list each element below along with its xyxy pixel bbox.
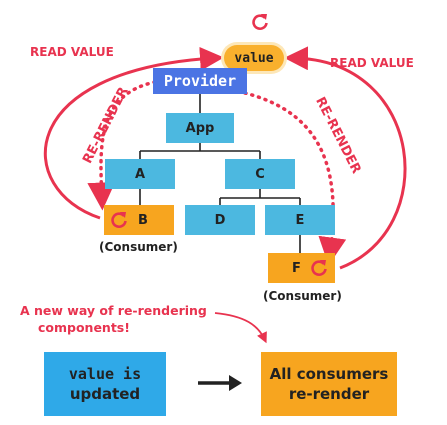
read-value-label-left: READ VALUE	[30, 45, 114, 59]
refresh-icon	[311, 260, 327, 276]
note-line-1: A new way of re-rendering	[20, 303, 207, 318]
all-consumers-line-2: re-render	[288, 385, 370, 403]
component-e-node: E	[265, 205, 335, 235]
read-value-arrow-right	[284, 46, 407, 270]
component-b-node: B	[104, 205, 174, 235]
provider-node: Provider	[153, 68, 247, 94]
read-value-arrow-left	[43, 46, 224, 220]
arrow-right-icon	[198, 375, 242, 391]
value-updated-box: value is updated	[44, 352, 166, 416]
value-updated-line-2b: updated	[69, 385, 141, 403]
component-d-node: D	[185, 205, 255, 235]
note-line-2: components!	[38, 320, 130, 335]
consumer-b-caption: (Consumer)	[99, 240, 178, 254]
all-consumers-line-1: All consumers	[269, 365, 389, 383]
read-value-label-right: READ VALUE	[330, 56, 414, 70]
all-consumers-rerender-box: All consumers re-render	[261, 352, 397, 416]
refresh-icon	[252, 14, 268, 30]
component-b-label: B	[138, 212, 148, 228]
tree-lines	[139, 94, 301, 253]
note-text: A new way of re-rendering components!	[20, 302, 207, 336]
component-f-label: F	[292, 260, 301, 276]
component-c-node: C	[225, 159, 295, 189]
refresh-icon	[111, 212, 127, 228]
component-f-node: F	[268, 253, 335, 283]
note-arrow	[214, 312, 267, 344]
app-node: App	[166, 113, 234, 143]
value-updated-line-1: value is	[68, 365, 142, 383]
component-a-node: A	[105, 159, 175, 189]
consumer-f-caption: (Consumer)	[263, 289, 342, 303]
context-value: value	[224, 45, 284, 71]
rerender-arrow-left	[87, 80, 157, 211]
